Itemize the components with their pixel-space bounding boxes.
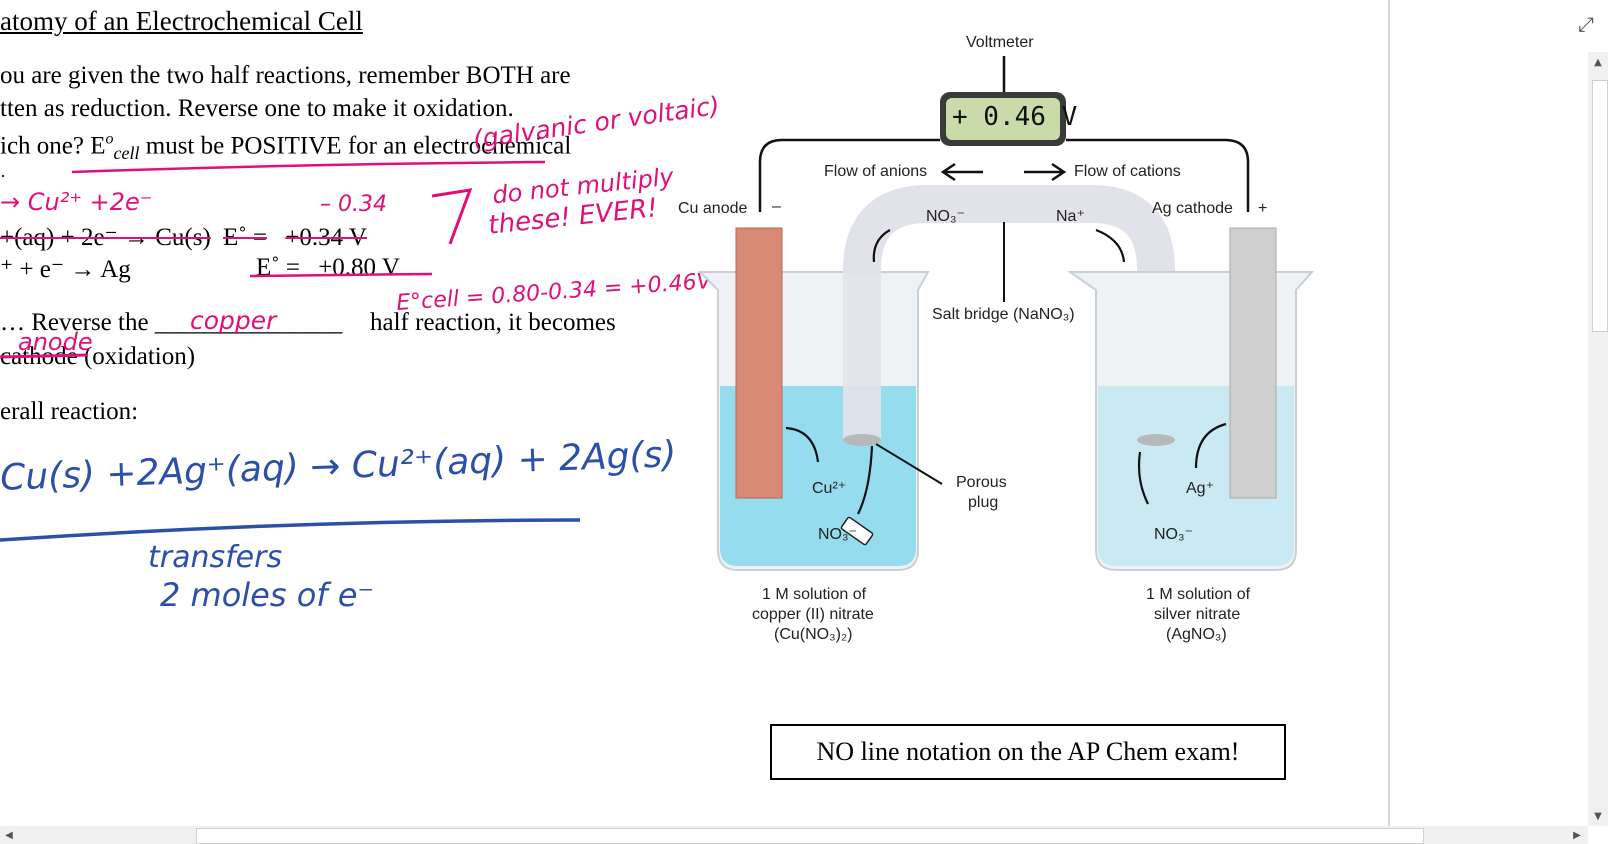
left-solution-line-1: 1 M solution of [762,586,867,603]
intro-line-3-a: ich one? E [0,132,106,160]
no3-left-arrow [857,445,874,515]
half-reaction-annotation: → Cu²⁺ +2e⁻ [0,188,153,216]
voltmeter-label: Voltmeter [966,34,1034,51]
no3-right-label: NO₃⁻ [1154,526,1193,543]
eq1-value: +0.34 V [285,224,367,251]
left-solution-line-2: copper (II) nitrate [752,606,874,623]
anode-annotation: anode [18,328,93,356]
eraser-cursor-icon [840,516,874,546]
vertical-scroll-thumb[interactable] [1592,80,1608,332]
porous-plug-pointer [875,443,943,485]
anode-minus-sign: – [772,198,781,215]
moles-annotation: 2 moles of e⁻ [160,576,375,614]
left-solution-line-3: (Cu(NO₃)₂) [774,626,853,643]
equation-1: +(aq) + 2e⁻ → Cu(s) E˚ = +0.34 V [0,222,367,252]
wire-right [1066,138,1250,212]
cu-anode-label: Cu anode [678,200,748,217]
intro-line-3-b: must be POSITIVE for an electrochemical [139,132,572,160]
reverse-line-b: half reaction, it becomes [370,309,616,336]
scroll-right-arrow[interactable]: ▶ [1573,829,1581,841]
horizontal-scroll-thumb[interactable] [196,828,1424,844]
document-canvas[interactable]: atomy of an Electrochemical Cell ou are … [0,0,1390,826]
cu2-ion-label: Cu²⁺ [812,480,847,497]
copper-electrode [735,227,783,499]
flow-cations-label: Flow of cations [1074,163,1181,180]
voltmeter-reading: + 0.46 V [952,102,1078,132]
voltmeter-display [946,98,1060,140]
expand-icon[interactable]: ⤢ [1578,12,1594,36]
no3-bridge-arrow [872,229,891,263]
no3-right-arrow [1137,451,1149,505]
overall-reaction-label: erall reaction: [0,398,139,425]
exam-notice-box: NO line notation on the AP Chem exam! [770,724,1286,780]
equation-2: ⁺ + e⁻ → Ag [0,254,131,284]
salt-bridge-tube [843,185,1175,440]
cation-flow-arrow [1024,162,1067,182]
cell-diagram [697,56,1315,571]
scroll-left-arrow[interactable]: ◀ [5,829,13,841]
eq1-left: +(aq) + 2e⁻ → Cu(s) [0,224,211,251]
eq2-left: ⁺ + e⁻ → Ag [0,256,131,283]
ag-ion-label: Ag⁺ [1186,480,1215,497]
cathode-plus-sign: + [1258,200,1268,217]
right-solution-line-3: (AgNO₃) [1166,626,1227,643]
wire-left [758,138,940,212]
ecell-sup: o [105,131,114,148]
neg-034-annotation: – 0.34 [320,192,387,217]
intro-line-2: tten as reduction. Reverse one to make i… [0,95,514,122]
copper-annotation: copper [190,306,277,335]
salt-bridge-left-leg [843,260,881,440]
intro-line-1: ou are given the two half reactions, rem… [0,62,571,89]
salt-bridge-label: Salt bridge (NaNO₃) [932,306,1075,323]
silver-electrode [1229,227,1277,499]
ag-cathode-label: Ag cathode [1152,200,1233,217]
flow-anions-label: Flow of anions [824,163,928,180]
porous-label-1: Porous [956,474,1007,491]
page-divider [1388,0,1390,826]
porous-plug-right [1137,434,1175,446]
scroll-up-arrow[interactable]: ▲ [1588,52,1608,72]
bridge-no3-label: NO₃⁻ [926,208,965,225]
ecell-sub: cell [113,143,140,164]
scroll-down-arrow[interactable]: ▼ [1588,806,1608,826]
reverse-line-a: … Reverse the _______________ [0,309,343,336]
no3-left-label: NO₃⁻ [818,526,857,543]
intro-line-3: ich one? Eocell must be POSITIVE for an … [0,131,571,164]
na-bridge-arrow [1095,228,1126,263]
porous-label-2: plug [968,494,999,511]
ag-ion-arrow [1194,422,1227,469]
stub-dot: · [0,166,6,186]
transfers-annotation: transfers [148,540,283,575]
bridge-na-label: Na⁺ [1056,208,1085,225]
page-title: atomy of an Electrochemical Cell [0,6,363,36]
anion-flow-arrow [940,162,983,182]
eq1-e: E˚ = [223,224,267,251]
right-solution-line-2: silver nitrate [1154,606,1241,623]
porous-plug-left [843,434,881,446]
right-solution-line-1: 1 M solution of [1146,586,1251,603]
cu-ion-arrow [785,426,820,463]
